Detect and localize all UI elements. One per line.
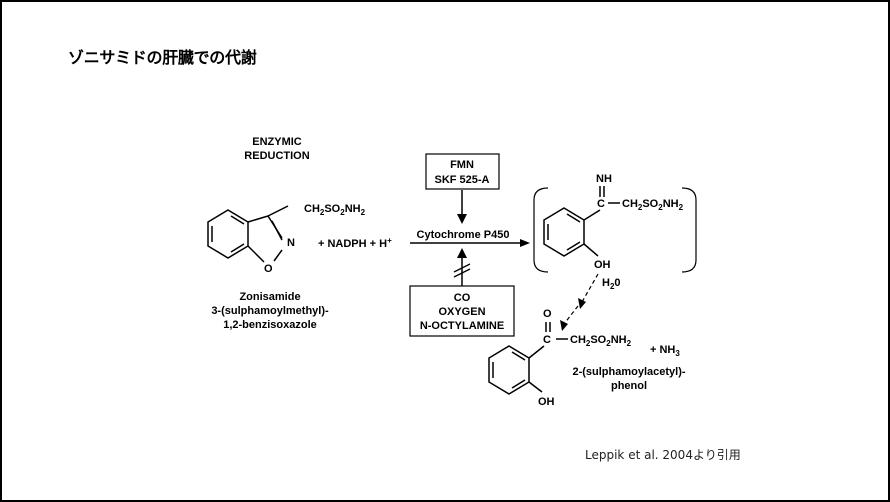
zonisamide-iupac-line1: 3-(sulphamoylmethyl)- xyxy=(211,305,329,317)
zonisamide-name: Zonisamide xyxy=(239,291,300,303)
enzymic-label-line1: ENZYMIC xyxy=(252,136,302,148)
zonisamide-ring-o: O xyxy=(264,263,273,275)
product-o: O xyxy=(543,308,552,320)
inhibitor-arrow xyxy=(453,248,471,286)
inducer-arrow xyxy=(457,190,467,224)
product-oh: OH xyxy=(538,396,555,408)
inducer-skf: SKF 525-A xyxy=(434,174,489,186)
product-name-line2: phenol xyxy=(611,380,647,392)
ammonia-label: + NH3 xyxy=(650,344,680,358)
product-name-line1: 2-(sulphamoylacetyl)- xyxy=(572,366,685,378)
inducer-fmn: FMN xyxy=(450,159,474,171)
product-c: C xyxy=(543,334,551,346)
zonisamide-ring-n: N xyxy=(287,237,295,249)
intermediate-substituent: CH2SO2NH2 xyxy=(622,198,684,212)
intermediate-nh: NH xyxy=(596,173,612,185)
inhibitor-box xyxy=(409,285,515,337)
intermediate-c: C xyxy=(597,198,605,210)
zonisamide-structure xyxy=(207,205,289,263)
hydrolysis-arrow xyxy=(560,273,599,331)
nadph-label: + NADPH + H+ xyxy=(318,236,392,250)
product-substituent: CH2SO2NH2 xyxy=(570,334,632,348)
water-label: H20 xyxy=(602,277,621,291)
slide-title: ゾニサミドの肝臓での代謝 xyxy=(68,48,257,67)
enzyme-label: Cytochrome P450 xyxy=(417,229,510,241)
intermediate-structure xyxy=(543,186,620,257)
product-structure xyxy=(488,322,568,395)
intermediate-oh: OH xyxy=(594,259,611,271)
zonisamide-substituent: CH2SO2NH2 xyxy=(304,203,366,217)
inhibitor-oxygen: OXYGEN xyxy=(438,306,485,318)
inhibitor-co: CO xyxy=(454,292,471,304)
enzymic-label-line2: REDUCTION xyxy=(244,150,309,162)
citation: Leppik et al. 2004より引用 xyxy=(585,448,741,462)
intermediate-brackets xyxy=(533,187,697,273)
inhibitor-octylamine: N-OCTYLAMINE xyxy=(420,320,504,332)
inducer-box xyxy=(425,153,500,190)
zonisamide-iupac-line2: 1,2-benzisoxazole xyxy=(223,319,317,331)
main-reaction-arrow xyxy=(410,239,530,247)
